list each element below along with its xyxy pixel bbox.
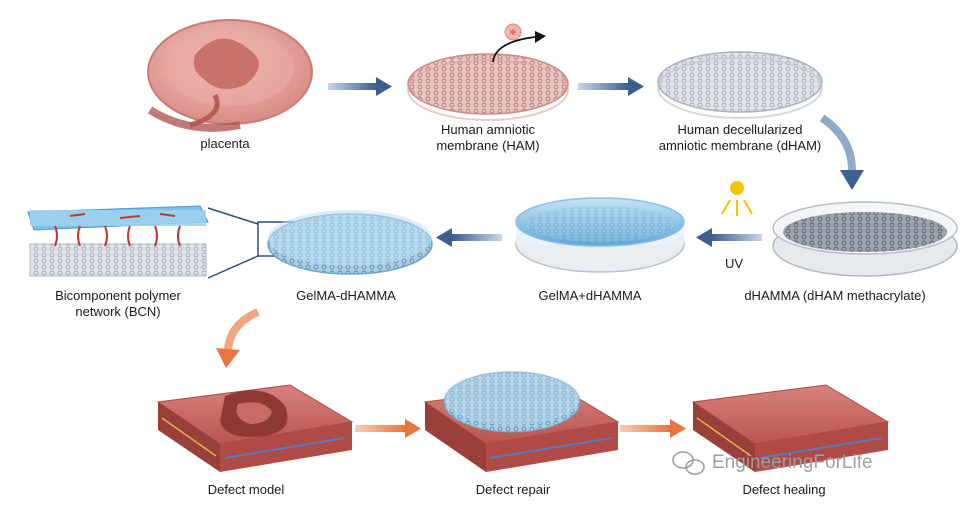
defect-model-illustration: [156, 384, 354, 472]
dhamma-label: dHAMMA (dHAM methacrylate): [744, 288, 925, 303]
dham-label-line1: Human decellularized: [677, 122, 802, 137]
bcn-label-line2: network (BCN): [75, 304, 160, 319]
defect-repair-label: Defect repair: [476, 482, 551, 497]
arrow-dhamma-to-dish: [696, 228, 762, 247]
ham-disc-illustration: [407, 23, 569, 121]
wechat-icon: [672, 451, 705, 475]
defect-repair-illustration: [423, 371, 620, 472]
arrow-placenta-to-ham: [328, 77, 392, 96]
watermark-text: EngineeringForLife: [712, 452, 873, 473]
defect-model-label: Defect model: [208, 482, 285, 497]
arrow-dham-to-dhamma: [819, 114, 864, 190]
uv-label: UV: [725, 256, 743, 271]
arrow-ham-to-dham: [578, 77, 644, 96]
placenta-label: placenta: [200, 136, 250, 151]
bcn-label-line1: Bicomponent polymer: [55, 288, 181, 303]
bcn-illustration: [27, 205, 209, 277]
dham-label-line2: amniotic membrane (dHAM): [659, 138, 822, 153]
ham-label-line2: membrane (HAM): [436, 138, 539, 153]
gelma-plus-dhamma-label: GelMA+dHAMMA: [539, 288, 642, 303]
placenta-illustration: [147, 19, 313, 132]
arrow-repair-to-healing: [620, 419, 686, 438]
gelma-dhamma-label: GelMA-dHAMMA: [296, 288, 396, 303]
arrow-dish-to-disc: [436, 228, 502, 247]
dham-disc-illustration: [657, 51, 823, 119]
gelma-dhamma-disc-illustration: [267, 210, 433, 275]
defect-healing-label: Defect healing: [742, 482, 825, 497]
arrow-model-to-repair: [355, 419, 421, 438]
gelma-plus-dhamma-dish-illustration: [515, 197, 685, 273]
arrow-to-defect-model: [216, 308, 260, 368]
defect-healing-illustration: [691, 384, 890, 472]
ham-label-line1: Human amniotic: [441, 122, 535, 137]
dhamma-dish-illustration: [772, 201, 958, 277]
uv-sun-icon: [721, 181, 753, 216]
watermark: EngineeringForLife: [672, 451, 873, 475]
